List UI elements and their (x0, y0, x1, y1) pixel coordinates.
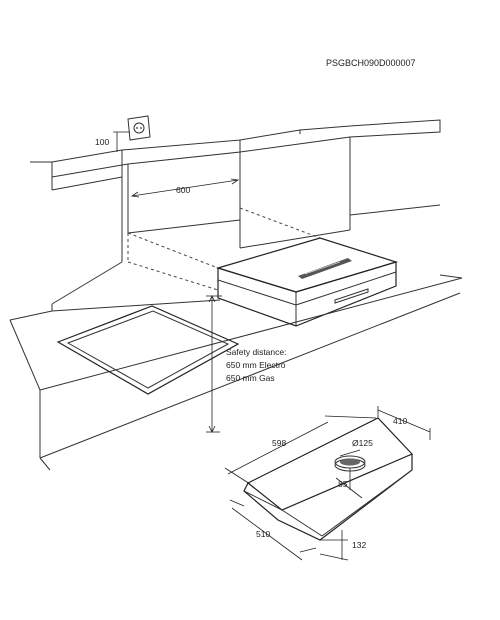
document-code: PSGBCH090D000007 (326, 58, 416, 68)
power-socket-icon (127, 115, 151, 141)
hood-projection-lines (127, 207, 321, 291)
cooktop-hob (56, 305, 240, 395)
hood-width-dimension: 598 (224, 415, 377, 485)
outlet-diameter-dimension: Ø125 (339, 438, 373, 457)
hood-front-depth-dimension: 510 (229, 499, 317, 561)
outlet-offset-dimension: 85 (335, 468, 363, 499)
hood-front-depth-label: 510 (256, 529, 270, 539)
wall-cabinets (30, 119, 441, 305)
hood-height-dimension: 132 (319, 530, 366, 561)
hood-width-label: 598 (272, 438, 286, 448)
safety-note-line3: 650 mm Gas (226, 373, 275, 383)
cabinet-gap-label: 600 (176, 185, 190, 195)
outlet-offset-label: 85 (338, 479, 348, 489)
safety-note-line1: Safety distance: (226, 347, 286, 357)
hood-depth-label: 410 (393, 416, 407, 426)
safety-note-line2: 650 mm Electro (226, 360, 286, 370)
hood-height-label: 132 (352, 540, 366, 550)
dimensioned-cooker-hood (243, 417, 414, 541)
hood-depth-dimension: 410 (377, 406, 431, 440)
socket-height-dimension: 100 (95, 131, 130, 152)
safety-distance-dimension (206, 295, 222, 433)
outlet-diameter-label: Ø125 (352, 438, 373, 448)
installed-cooker-hood (215, 237, 399, 327)
kitchen-worktop (9, 274, 463, 471)
cabinet-gap-dimension: 600 (130, 178, 240, 198)
socket-height-label: 100 (95, 137, 109, 147)
